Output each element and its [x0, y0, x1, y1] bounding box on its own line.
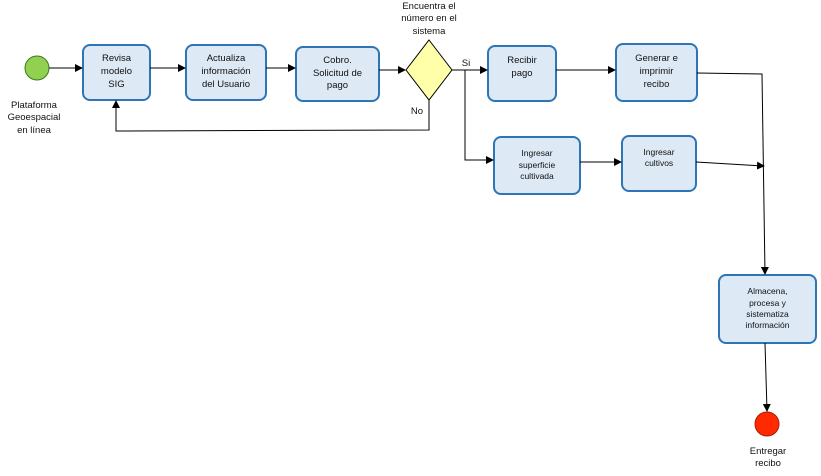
step-ingresar-superficie-box	[493, 136, 581, 195]
step-cobro-label: Cobro. Solicitud de pago	[312, 54, 363, 92]
start-label: Plataforma Geoespacial en línea	[7, 100, 61, 136]
decision-question: Encuentra el número en el sistema	[401, 1, 457, 37]
decision-yes-label: Si	[461, 58, 471, 69]
step-recibir-pago-label: Recibir pago	[507, 55, 537, 79]
step-generar-recibo-label: Generar e imprimir recibo	[635, 53, 678, 90]
connector-decision-no-loop	[112, 100, 430, 132]
step-cobro-box	[295, 46, 380, 102]
end-label: Entregar recibo	[749, 446, 787, 470]
step-recibir-pago-box	[487, 45, 557, 102]
step-almacena-label: Almacena, procesa y sistematiza informac…	[745, 286, 790, 331]
end-node	[754, 411, 780, 437]
step-almacena-box	[718, 274, 817, 344]
step-generar-recibo-box	[615, 43, 698, 102]
step-revisa-modelo-label: Revisa modelo SIG	[100, 53, 133, 90]
connector-decision-to-superficie	[464, 70, 494, 164]
decision-diamond	[405, 39, 453, 101]
step-ingresar-cultivos-box	[621, 135, 697, 192]
step-ingresar-superficie-label: Ingresar superficie cultivada	[518, 148, 556, 182]
start-node	[24, 55, 50, 81]
connector-almacena-to-end	[762, 342, 771, 412]
step-actualiza-info-label: Actualiza información del Usuario	[201, 53, 251, 90]
step-ingresar-cultivos-label: Ingresar cultivos	[643, 146, 675, 168]
step-actualiza-info-box	[185, 44, 267, 101]
connector-generar-to-almacena	[696, 72, 769, 275]
decision-no-label: No	[410, 106, 424, 117]
connector-cultivos-out	[695, 161, 765, 170]
